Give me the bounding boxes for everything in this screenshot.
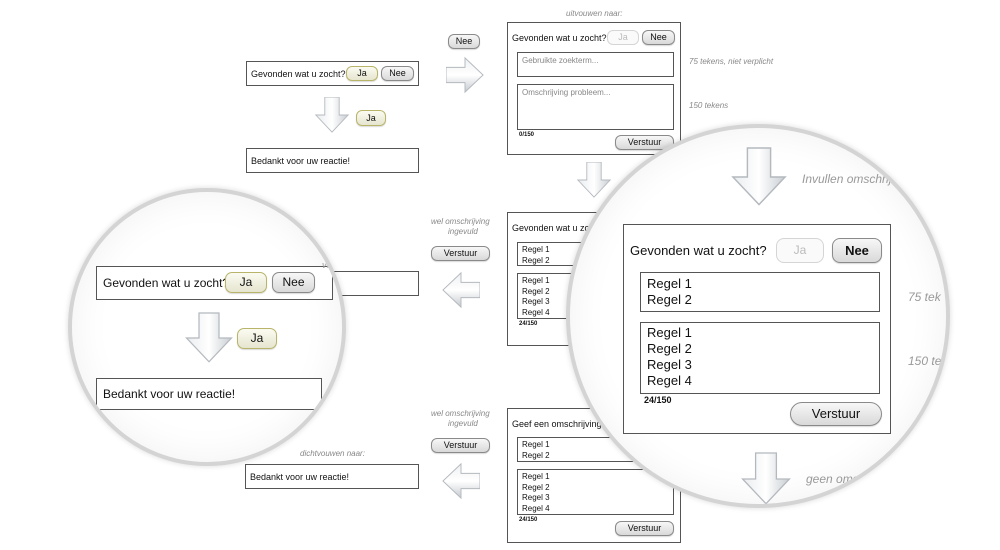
regel-1: Regel 1 (647, 276, 692, 291)
regel-2: Regel 2 (522, 482, 550, 492)
filled-desc-note-2: ingevuld (448, 227, 478, 236)
regel-2: Regel 2 (522, 286, 550, 296)
limit-150-note-partial: 150 te (908, 354, 942, 368)
arrow-down-icon (184, 312, 234, 364)
expanded-form: Gevonden wat u zocht? Ja Nee Gebruikte z… (507, 22, 681, 155)
regel-3: Regel 3 (522, 297, 550, 306)
ja-label-button: Ja (356, 110, 386, 126)
description-textarea[interactable]: Omschrijving probleem... (517, 84, 674, 130)
char-counter: 24/150 (519, 321, 538, 327)
thanks-box: Bedankt voor uw reactie! (245, 464, 419, 489)
fill-desc-note: Invullen omschrijving (802, 172, 914, 186)
thanks-label: Bedankt voor uw reactie! (251, 156, 351, 166)
thanks-label: Bedankt voor uw reactie! (103, 387, 236, 401)
thanks-box: Bedankt voor uw reactie! (246, 148, 419, 173)
ja-button[interactable]: Ja (346, 66, 378, 81)
regel-2: Regel 2 (522, 255, 550, 265)
feedback-question-box-zoom: Gevonden wat u zocht? Ja Nee (96, 266, 333, 300)
arrow-left-icon (442, 462, 480, 500)
question-label: Gevonden wat u zocht? (512, 223, 607, 233)
regel-1: Regel 1 (522, 472, 550, 481)
ja-label-button: Ja (237, 328, 277, 349)
send-button[interactable]: Verstuur (790, 402, 882, 426)
nee-trigger-button: Nee (448, 34, 480, 49)
feedback-question-box: Gevonden wat u zocht? Ja Nee (246, 61, 419, 86)
ja-button[interactable]: Ja (225, 272, 267, 293)
limit-150-note: 150 tekens (689, 101, 729, 110)
regel-1: Regel 1 (522, 440, 550, 449)
arrow-left-icon (442, 271, 480, 309)
send-button[interactable]: Verstuur (615, 521, 674, 536)
arrow-down-icon (576, 162, 612, 198)
regel-3: Regel 3 (647, 357, 692, 372)
description-placeholder: Omschrijving probleem... (522, 88, 611, 97)
expand-to-note: uitvouwen naar: (566, 9, 623, 18)
filled-desc-note-2: ingevuld (448, 419, 478, 428)
nee-button[interactable]: Nee (272, 272, 315, 293)
question-label: Gevonden wat u zocht? (512, 33, 607, 43)
thanks-box-zoom: Bedankt voor uw reactie! (96, 378, 322, 410)
no-desc-note: geen omschrijving (806, 472, 903, 486)
ja-button[interactable]: Ja (607, 30, 639, 45)
arrow-down-icon (740, 450, 792, 508)
search-term-input[interactable]: Gebruikte zoekterm... (517, 52, 674, 77)
question-label: Gevonden wat u zocht? (251, 69, 346, 79)
regel-1: Regel 1 (647, 325, 692, 340)
regel-4: Regel 4 (522, 503, 550, 513)
regel-1: Regel 1 (522, 276, 550, 285)
nee-button[interactable]: Nee (832, 238, 882, 263)
arrow-down-icon (314, 97, 350, 133)
char-counter: 0/150 (519, 132, 535, 138)
give-desc-label: Geef een omschrijving (512, 419, 602, 429)
limit-75-note-partial: 75 tek (908, 290, 941, 304)
search-term-placeholder: Gebruikte zoekterm... (522, 56, 599, 65)
regel-4: Regel 4 (647, 373, 692, 388)
nee-button[interactable]: Nee (642, 30, 675, 45)
char-counter: 24/150 (519, 517, 538, 523)
regel-2: Regel 2 (522, 450, 550, 460)
ja-button[interactable]: Ja (776, 238, 824, 263)
question-label: Gevonden wat u zocht? (630, 243, 767, 258)
question-label: Gevonden wat u zocht? (103, 276, 230, 290)
filled-desc-note-1: wel omschrijving (431, 217, 490, 226)
regel-3: Regel 3 (522, 493, 550, 502)
left-magnifier: Gevonden wat u zocht? Ja Nee vouwen naar… (68, 188, 346, 466)
right-magnifier: Invullen omschrijving Gevonden wat u zoc… (566, 124, 950, 508)
send-trigger-button: Verstuur (431, 246, 490, 261)
thanks-label: Bedankt voor uw reactie! (250, 472, 350, 482)
regel-2: Regel 2 (647, 341, 692, 356)
char-counter: 24/150 (644, 395, 672, 405)
regel-4: Regel 4 (522, 307, 550, 317)
limit-75-note: 75 tekens, niet verplicht (689, 57, 774, 66)
collapse-to-note: dichtvouwen naar: (300, 449, 365, 458)
arrow-down-icon (730, 146, 788, 208)
regel-2: Regel 2 (647, 292, 692, 307)
collapse-to-note-partial: vouwen naar: (322, 260, 344, 270)
nee-button[interactable]: Nee (381, 66, 414, 81)
send-trigger-button: Verstuur (431, 438, 490, 453)
filled-desc-note-1: wel omschrijving (431, 409, 490, 418)
arrow-right-icon (446, 56, 484, 94)
regel-1: Regel 1 (522, 245, 550, 254)
